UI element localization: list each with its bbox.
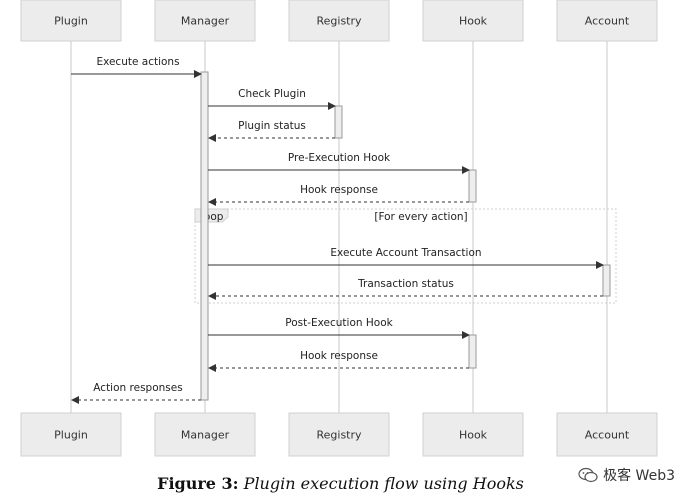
actor-label: Manager xyxy=(181,429,230,442)
message-execute-account-transaction: Execute Account Transaction xyxy=(208,247,604,269)
message-label: Action responses xyxy=(93,382,182,394)
actor-label: Account xyxy=(585,15,630,28)
actor-box xyxy=(556,412,658,457)
actor-label: Registry xyxy=(316,429,362,442)
message-label: Execute actions xyxy=(96,56,179,68)
message-label: Pre-Execution Hook xyxy=(288,152,391,164)
loop-condition: [For every action] xyxy=(374,211,467,223)
caption-text: Plugin execution flow using Hooks xyxy=(243,474,524,493)
figure-caption: Figure 3: Plugin execution flow using Ho… xyxy=(0,474,681,493)
activation-hook-post xyxy=(468,334,477,369)
actor-label: Registry xyxy=(316,15,362,28)
message-label: Post-Execution Hook xyxy=(285,317,393,329)
message-post-execution-hook: Post-Execution Hook xyxy=(208,317,470,339)
actor-registry-bottom: Registry xyxy=(288,412,390,457)
loop-frame xyxy=(194,208,617,304)
actor-label: Plugin xyxy=(54,15,88,28)
message-hook-response: Hook response xyxy=(208,184,469,206)
message-label: Hook response xyxy=(300,350,378,362)
activation-manager xyxy=(200,71,209,401)
actor-label: Manager xyxy=(181,15,230,28)
actor-account-bottom: Account xyxy=(556,412,658,457)
message-label: Plugin status xyxy=(238,120,306,132)
message-label: Transaction status xyxy=(357,278,454,290)
sequence-diagram: loop[For every action]PluginPluginManage… xyxy=(20,0,658,457)
actor-box xyxy=(422,412,524,457)
message-hook-response: Hook response xyxy=(208,350,469,372)
actor-label: Hook xyxy=(459,15,488,28)
actor-hook-top: Hook xyxy=(422,0,524,42)
activation-hook-pre xyxy=(468,169,477,203)
actor-label: Plugin xyxy=(54,429,88,442)
activation-registry xyxy=(334,105,343,139)
message-label: Check Plugin xyxy=(238,88,306,100)
actor-label: Account xyxy=(585,429,630,442)
actor-box xyxy=(422,0,524,42)
actor-box xyxy=(556,0,658,42)
actor-account-top: Account xyxy=(556,0,658,42)
caption-label: Figure 3: xyxy=(157,474,239,493)
message-transaction-status: Transaction status xyxy=(208,278,603,300)
message-action-responses: Action responses xyxy=(71,382,201,404)
actor-box xyxy=(20,412,122,457)
actor-manager-bottom: Manager xyxy=(154,412,256,457)
actor-box xyxy=(288,412,390,457)
actor-box xyxy=(288,0,390,42)
message-pre-execution-hook: Pre-Execution Hook xyxy=(208,152,470,174)
actor-plugin-bottom: Plugin xyxy=(20,412,122,457)
actor-manager-top: Manager xyxy=(154,0,256,42)
message-plugin-status: Plugin status xyxy=(208,120,335,142)
actor-box xyxy=(20,0,122,42)
wechat-icon xyxy=(578,467,598,483)
watermark-text: 极客 Web3 xyxy=(603,468,675,484)
message-check-plugin: Check Plugin xyxy=(208,88,336,110)
activation-account xyxy=(602,264,611,297)
actor-box xyxy=(154,0,256,42)
actor-label: Hook xyxy=(459,429,488,442)
message-label: Execute Account Transaction xyxy=(330,247,481,259)
actor-hook-bottom: Hook xyxy=(422,412,524,457)
message-label: Hook response xyxy=(300,184,378,196)
message-execute-actions: Execute actions xyxy=(71,56,202,78)
actor-registry-top: Registry xyxy=(288,0,390,42)
actor-plugin-top: Plugin xyxy=(20,0,122,42)
watermark: 极客 Web3 xyxy=(578,465,675,485)
actor-box xyxy=(154,412,256,457)
